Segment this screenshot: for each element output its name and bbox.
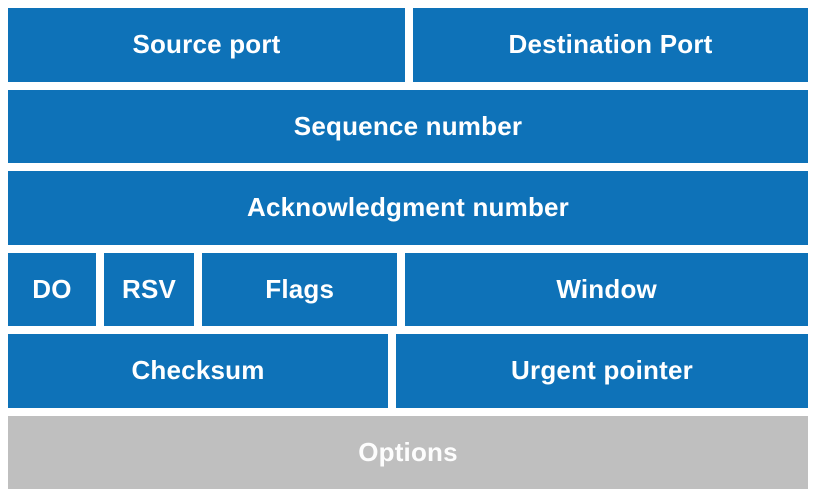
field-checksum: Checksum xyxy=(8,334,388,408)
field-source-port: Source port xyxy=(8,8,405,82)
field-urgent-pointer: Urgent pointer xyxy=(396,334,808,408)
field-flags: Flags xyxy=(202,252,398,326)
row-ports: Source port Destination Port xyxy=(8,8,808,82)
row-sequence-number: Sequence number xyxy=(8,89,808,163)
row-options: Options xyxy=(8,415,808,489)
field-window: Window xyxy=(405,252,808,326)
field-destination-port: Destination Port xyxy=(413,8,808,82)
row-offset-flags-window: DO RSV Flags Window xyxy=(8,252,808,326)
field-options: Options xyxy=(8,415,808,489)
field-acknowledgment-number: Acknowledgment number xyxy=(8,171,808,245)
field-reserved: RSV xyxy=(104,252,195,326)
row-checksum-urgent: Checksum Urgent pointer xyxy=(8,334,808,408)
field-sequence-number: Sequence number xyxy=(8,89,808,163)
row-acknowledgment-number: Acknowledgment number xyxy=(8,171,808,245)
field-data-offset: DO xyxy=(8,252,97,326)
